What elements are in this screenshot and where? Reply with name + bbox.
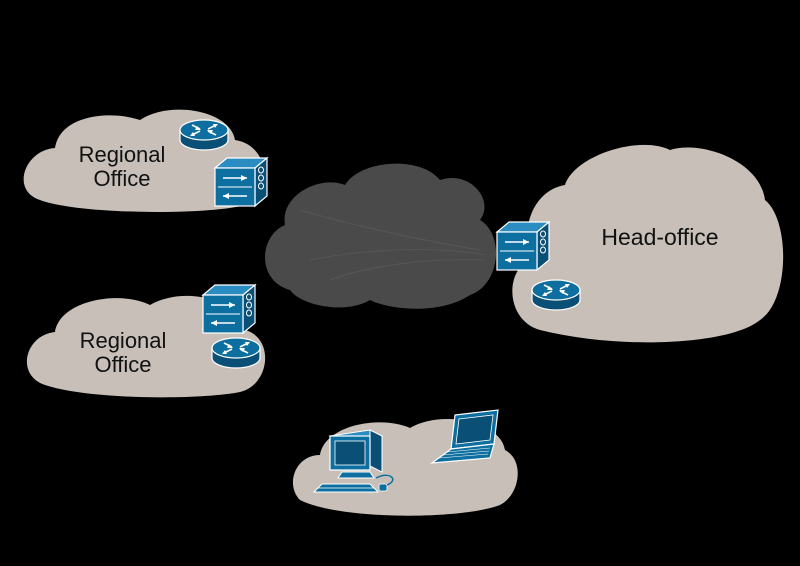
- regional-office-label-bottom-line2: Office: [94, 352, 151, 377]
- desktop-computer-icon: [312, 429, 394, 493]
- regional-office-label-bottom-line1: Regional: [80, 328, 167, 353]
- laptop-icon: [429, 409, 499, 464]
- router-icon: [179, 119, 229, 151]
- firewall-icon: [202, 284, 256, 334]
- head-office-label: Head-office: [601, 224, 718, 250]
- internet-cloud: [265, 163, 497, 309]
- firewall-icon: [214, 157, 268, 207]
- regional-office-label-top-line1: Regional: [79, 142, 166, 167]
- head-office-cloud: Head-office: [512, 144, 784, 343]
- router-icon: [211, 337, 261, 369]
- regional-office-label-top-line2: Office: [93, 166, 150, 191]
- router-icon: [531, 279, 581, 311]
- firewall-icon: [496, 221, 550, 271]
